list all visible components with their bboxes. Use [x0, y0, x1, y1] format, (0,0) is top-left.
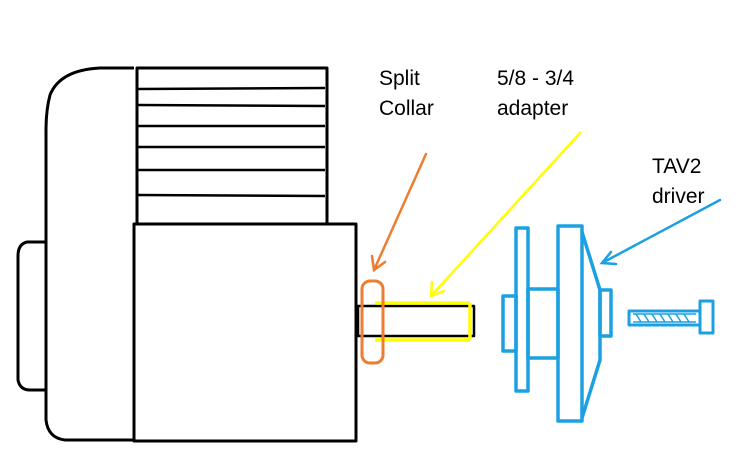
driver-label-line2: driver — [652, 185, 705, 208]
driver-bolt-head — [698, 299, 715, 335]
driver-bolt-shank — [627, 309, 702, 327]
motor-body — [132, 222, 358, 443]
motor-cooling-fins — [136, 86, 326, 198]
adapter-label-line1: 5/8 - 3/4 — [497, 67, 575, 90]
driver-taper — [580, 231, 602, 419]
adapter-arrow — [429, 131, 582, 298]
adapter — [375, 301, 472, 342]
driver-bolt-thread — [633, 313, 696, 323]
motor-shaft — [356, 304, 476, 338]
split-collar-arrow — [370, 152, 428, 273]
split-collar — [360, 279, 385, 365]
adapter-label-line2: adapter — [497, 97, 569, 120]
motor-end-cap-knob — [16, 240, 46, 392]
driver-left-disc — [514, 226, 530, 393]
split-collar-ring — [360, 279, 385, 365]
driver-label-line1: TAV2 — [652, 155, 702, 178]
split-collar-label-line2: Collar — [379, 97, 434, 120]
driver-center-hub — [526, 287, 560, 360]
driver — [501, 224, 715, 423]
driver-right-disc — [556, 224, 584, 423]
driver-left-hub — [501, 294, 518, 353]
driver-nose — [598, 288, 613, 338]
motor — [16, 66, 476, 443]
split-collar-label-line1: Split — [379, 67, 420, 90]
driver-arrow — [599, 198, 722, 266]
motor-end-cap — [44, 66, 134, 442]
